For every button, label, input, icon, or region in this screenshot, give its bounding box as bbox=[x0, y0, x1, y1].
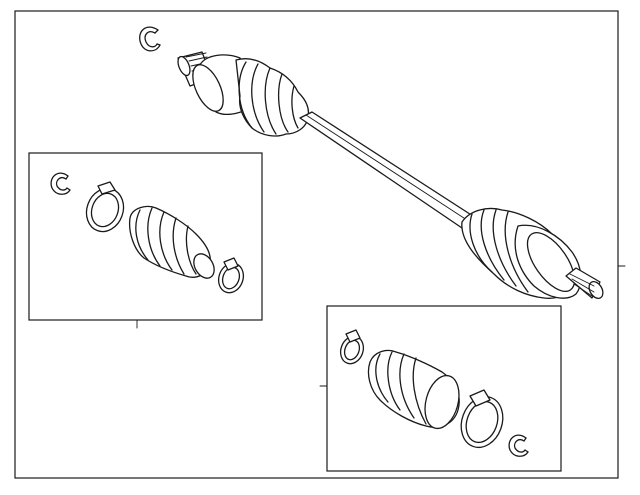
inner-cv-joint-boot-icon bbox=[235, 58, 310, 137]
outer-boot-icon bbox=[367, 349, 460, 430]
small-boot-clamp-icon bbox=[217, 257, 245, 294]
boot-kit-inner-box bbox=[28, 152, 263, 321]
outer-box-snap-ring-icon bbox=[508, 434, 529, 457]
diagram-frame bbox=[14, 10, 619, 479]
outer-small-clamp-icon bbox=[339, 329, 365, 365]
outer-spline-stub bbox=[565, 267, 604, 300]
outer-joint-housing bbox=[514, 224, 582, 299]
axle-shaft-assembly bbox=[139, 26, 604, 300]
axle-shaft-tube bbox=[299, 111, 477, 229]
inner-boot-icon bbox=[128, 205, 215, 279]
outer-large-clamp-icon bbox=[460, 389, 504, 449]
inner-snap-ring-icon bbox=[50, 172, 71, 195]
boot-kit-outer-box bbox=[326, 305, 562, 472]
large-boot-clamp-icon bbox=[85, 181, 125, 233]
outer-snap-ring-icon bbox=[139, 26, 161, 52]
